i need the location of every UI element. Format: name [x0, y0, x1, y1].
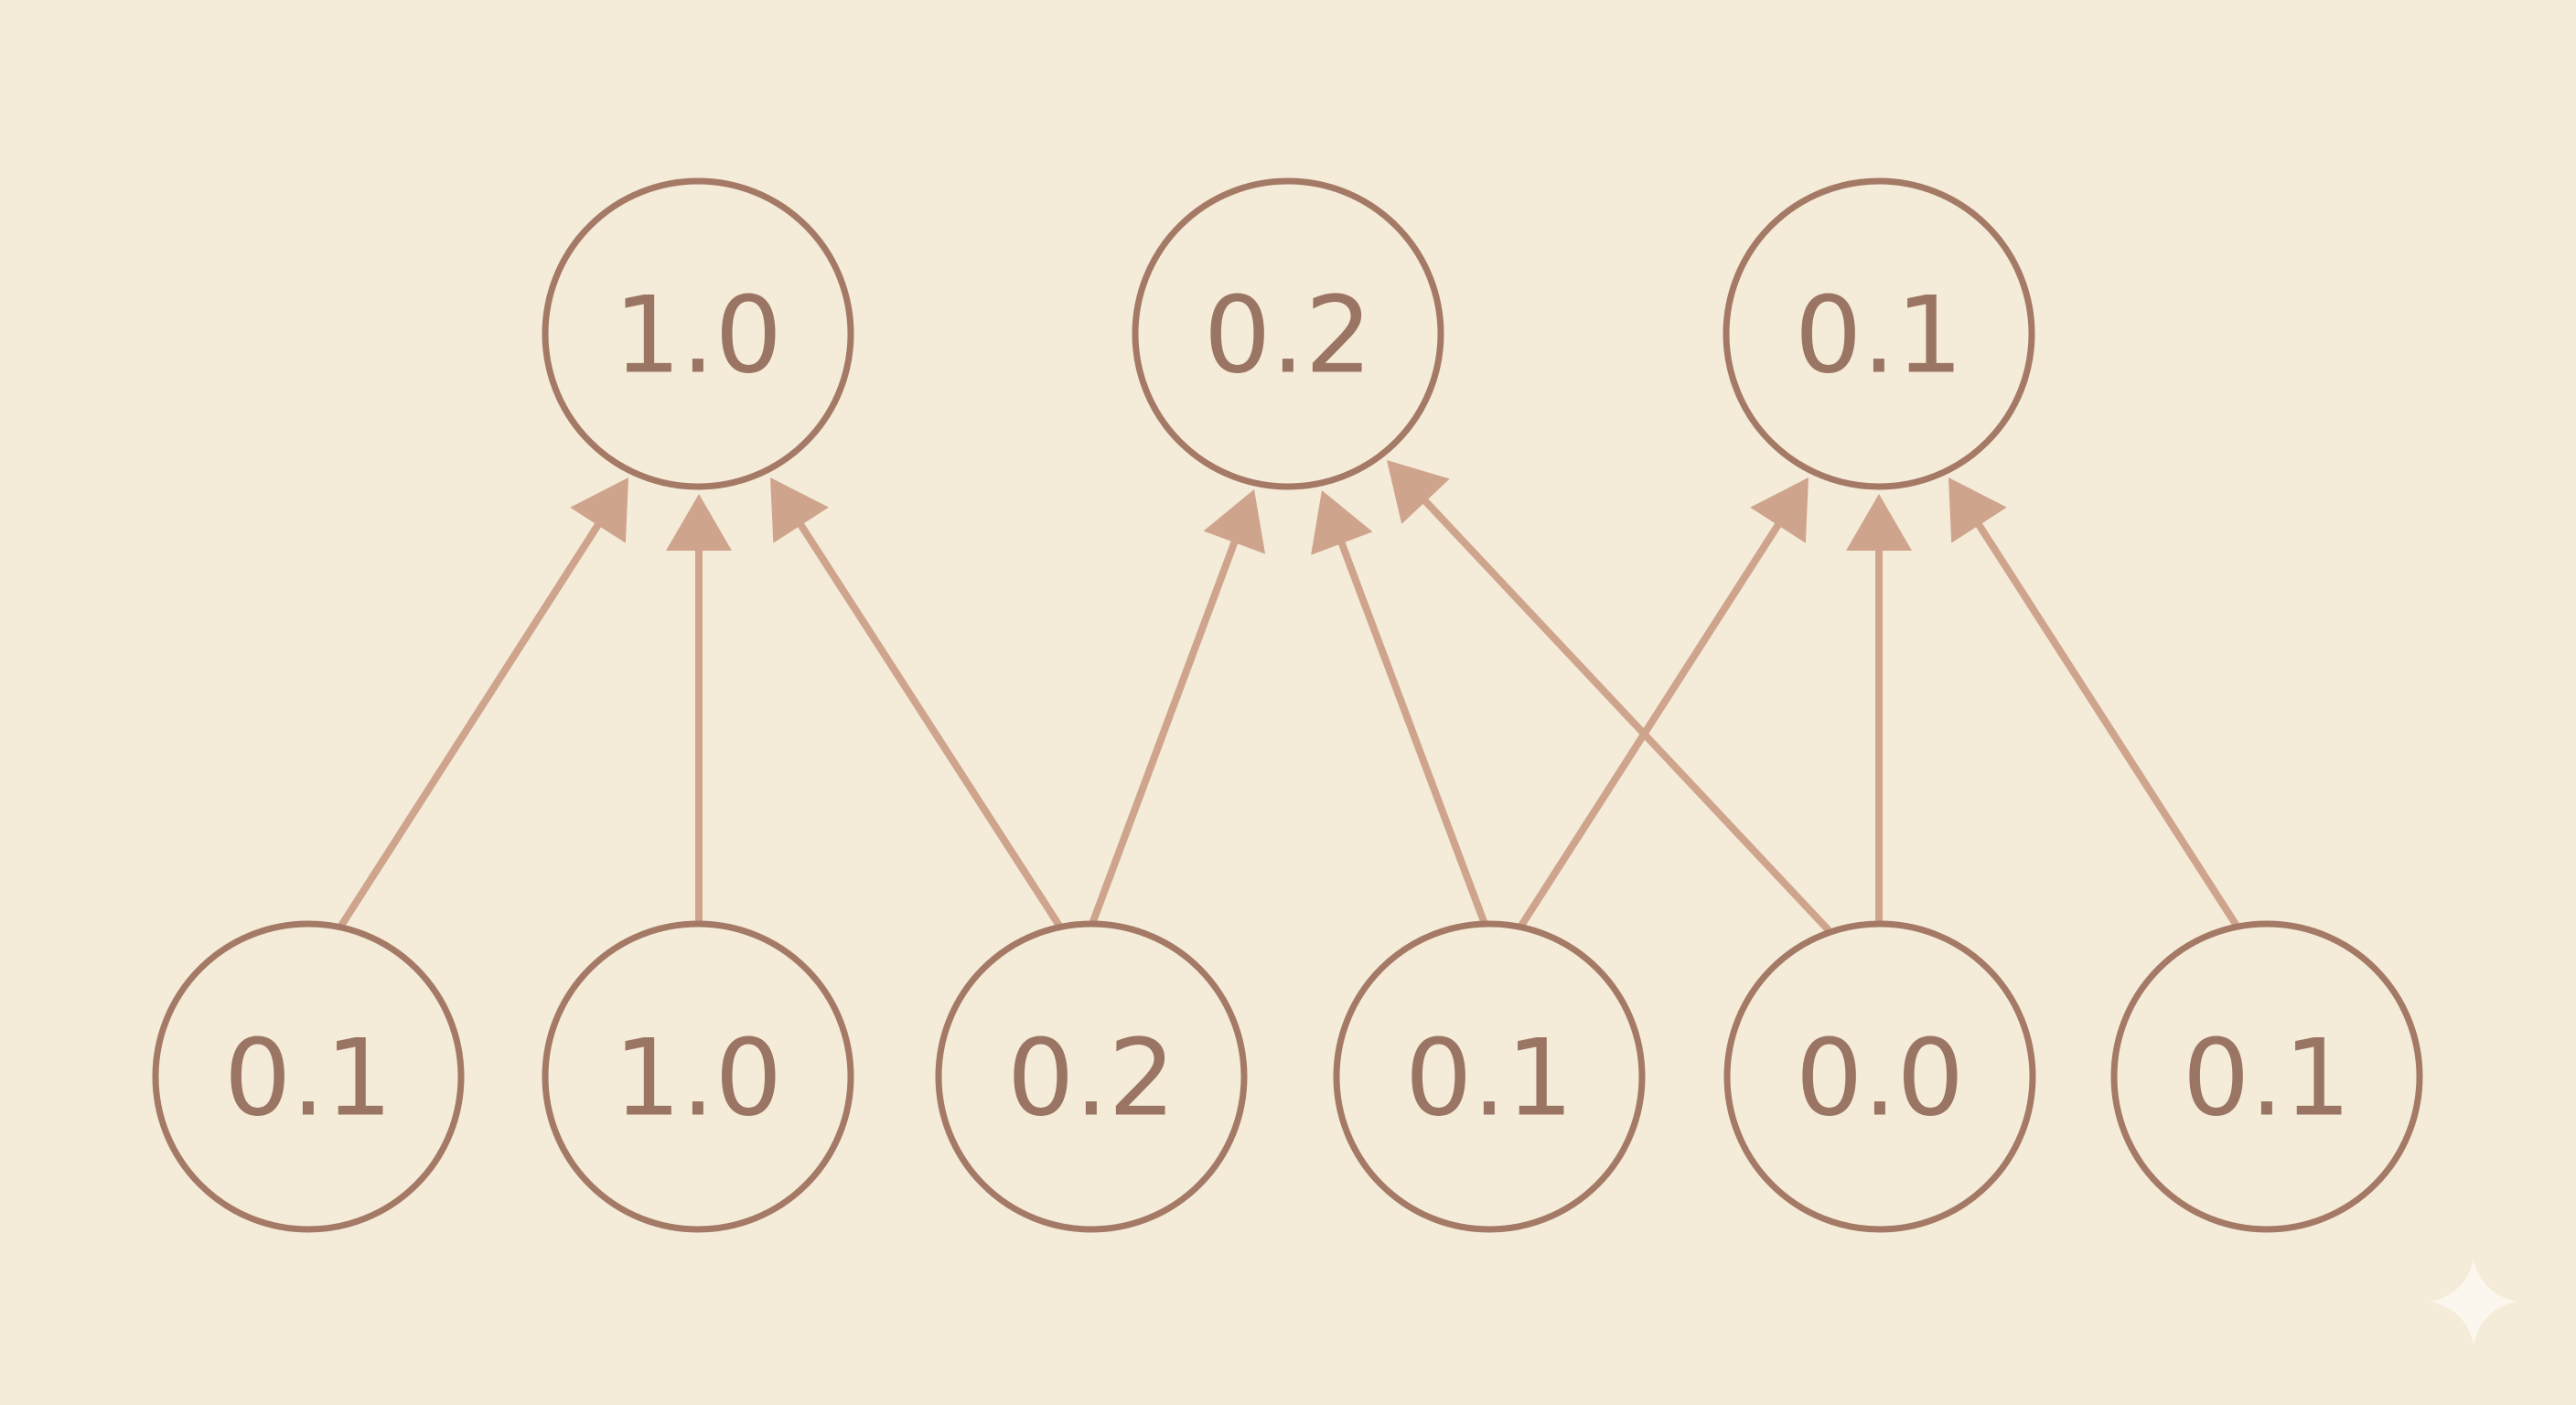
sparkle-icon [2431, 1259, 2517, 1345]
node-value: 0.1 [2183, 1017, 2351, 1141]
node-circle [542, 177, 854, 490]
edge-arrow-b4-to-t2 [1311, 490, 1488, 926]
arrowhead-icon [666, 494, 732, 551]
arrowhead-icon [1948, 477, 2007, 543]
node-circle [935, 920, 1248, 1233]
edge-arrow-b2-to-t1 [666, 494, 732, 924]
node-circle [1333, 920, 1646, 1233]
node-value: 0.2 [1007, 1017, 1175, 1141]
node-circle [542, 920, 854, 1233]
arrowhead-icon [770, 477, 829, 543]
node-value: 1.0 [614, 1017, 782, 1141]
edge-line [1336, 538, 1488, 926]
edge-line [1518, 520, 1784, 928]
node-value: 1.0 [614, 274, 782, 398]
bottom-node-3: 0.2 [935, 920, 1248, 1233]
arrowhead-icon [1387, 460, 1450, 524]
arrowhead-icon [570, 477, 628, 543]
node-circle [152, 920, 465, 1233]
edge-arrow-b1-to-t1 [338, 477, 628, 928]
top-node-1: 1.0 [542, 177, 854, 490]
bottom-node-2: 1.0 [542, 920, 854, 1233]
edge-arrow-b3-to-t1 [770, 477, 1063, 928]
node-circle [1132, 177, 1444, 490]
arrowhead-icon [1750, 477, 1809, 543]
top-node-2: 0.2 [1132, 177, 1444, 490]
edge-arrow-b5-to-t2 [1387, 460, 1831, 933]
bottom-node-6: 0.1 [2110, 920, 2423, 1233]
edge-line [1089, 537, 1240, 926]
arrowhead-icon [1311, 490, 1373, 555]
arrowhead-icon [1203, 489, 1266, 554]
node-value: 0.1 [1405, 1017, 1573, 1141]
node-circle [1723, 177, 2035, 490]
nodes-layer: 1.0 0.2 0.1 0.1 1.0 0.2 [152, 177, 2423, 1233]
bottom-node-1: 0.1 [152, 920, 465, 1233]
arrowhead-icon [1846, 494, 1912, 551]
edge-line [338, 520, 604, 928]
edges-layer [338, 460, 2240, 933]
node-value: 0.0 [1796, 1017, 1964, 1141]
edge-arrow-b3-to-t2 [1089, 489, 1266, 926]
node-value: 0.1 [1795, 274, 1963, 398]
edge-arrow-b4-to-t3 [1518, 477, 1809, 928]
bottom-node-5: 0.0 [1723, 920, 2036, 1233]
edge-line [1420, 496, 1831, 933]
node-value: 0.1 [224, 1017, 392, 1141]
node-value: 0.2 [1204, 274, 1372, 398]
edge-line [1973, 520, 2240, 928]
top-node-3: 0.1 [1723, 177, 2035, 490]
bottom-node-4: 0.1 [1333, 920, 1646, 1233]
node-circle [1723, 920, 2036, 1233]
edge-arrow-b6-to-t3 [1948, 477, 2240, 928]
edge-arrow-b5-to-t3 [1846, 494, 1912, 924]
edge-line [796, 520, 1063, 928]
node-circle [2110, 920, 2423, 1233]
